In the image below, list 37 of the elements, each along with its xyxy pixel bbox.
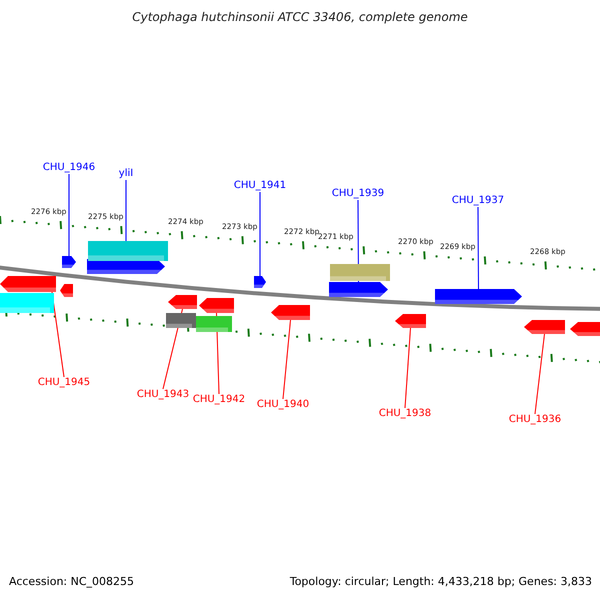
leader-line xyxy=(52,292,64,378)
leader-line xyxy=(282,320,291,400)
gene-feature xyxy=(0,276,56,292)
gene-feature xyxy=(88,241,168,261)
gene-label: yliI xyxy=(118,168,134,180)
gene-label: CHU_1943 xyxy=(136,389,190,401)
gene-label: CHU_1940 xyxy=(256,399,310,411)
gene-label: CHU_1942 xyxy=(192,394,246,406)
gene-feature xyxy=(62,256,76,268)
gene-label: CHU_1941 xyxy=(234,180,286,192)
gene-label: CHU_1937 xyxy=(452,195,504,207)
accession-text: Accession: NC_008255 xyxy=(9,575,134,588)
gene-feature xyxy=(196,316,232,332)
gene-feature xyxy=(254,276,266,288)
gene-feature xyxy=(435,289,522,304)
leader-line xyxy=(478,206,479,290)
leader-line xyxy=(404,328,411,408)
gene-feature xyxy=(199,298,234,313)
leader-line xyxy=(534,334,545,414)
gene-feature xyxy=(395,314,426,328)
gene-feature xyxy=(570,322,600,336)
gene-feature xyxy=(60,284,73,297)
title: Cytophaga hutchinsonii ATCC 33406, complete genome xyxy=(131,10,469,24)
gene-label: CHU_1936 xyxy=(508,414,562,426)
gene-feature xyxy=(0,293,54,313)
gene-label: CHU_1946 xyxy=(42,162,96,174)
gene-feature xyxy=(330,264,390,281)
gene-label: CHU_1939 xyxy=(332,188,384,200)
leader-line xyxy=(68,174,70,256)
gene-feature xyxy=(166,313,196,328)
gene-feature xyxy=(168,295,197,309)
gene-label: CHU_1938 xyxy=(378,408,432,420)
gene-feature xyxy=(271,305,310,320)
genome-summary: Topology: circular; Length: 4,433,218 bp; Genes: 3,833 xyxy=(290,575,592,588)
gene-feature xyxy=(329,282,388,297)
gene-feature xyxy=(524,320,565,334)
gene-label: CHU_1945 xyxy=(38,377,90,389)
